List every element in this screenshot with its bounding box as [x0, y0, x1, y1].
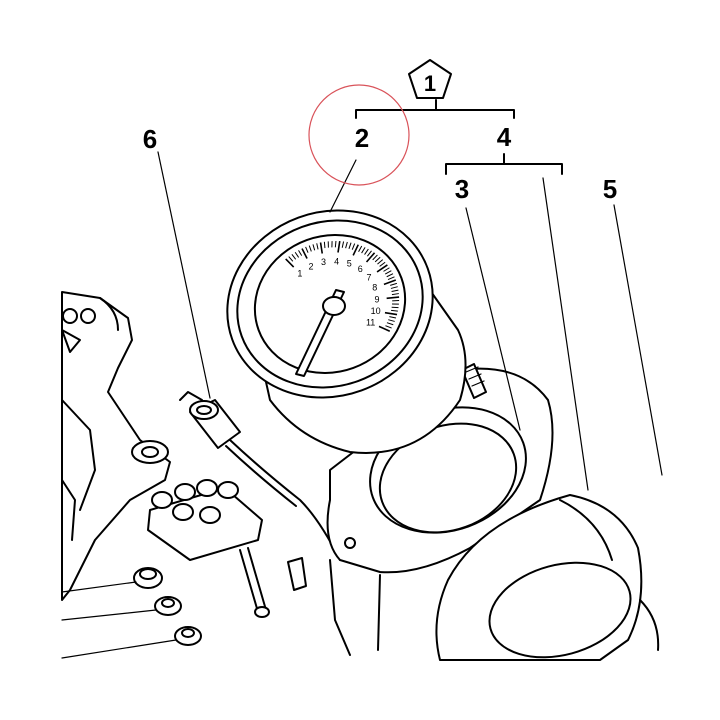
dial-number: 11 [366, 318, 375, 328]
dial-tick [294, 251, 300, 258]
dial-tick [364, 248, 369, 255]
highlight-circle [308, 84, 410, 186]
dial-tick [308, 245, 312, 252]
dial-tick [345, 241, 348, 249]
callout-4: 4 [497, 122, 512, 152]
dial-number: 6 [358, 264, 363, 274]
dial-tick [298, 250, 303, 256]
dial-tick [352, 244, 359, 256]
dial-tick [378, 325, 391, 333]
dial-tick [341, 241, 345, 248]
dial-tick [391, 289, 399, 292]
dial-tick [305, 246, 309, 253]
group-brackets [355, 99, 563, 175]
dial-tick [288, 256, 294, 262]
dial-number: 9 [374, 294, 379, 304]
dial-number: 10 [371, 306, 381, 316]
dial-tick [377, 259, 384, 265]
dial-tick [319, 242, 324, 254]
dial-tick [390, 282, 398, 286]
dial-tick [374, 256, 381, 263]
dial-tick [312, 244, 316, 251]
dial-tick [361, 247, 366, 254]
dial-tick [285, 258, 295, 268]
dial-tick [323, 241, 326, 249]
dial-tick [383, 267, 390, 272]
dial-tick [366, 250, 372, 257]
mount-stud [461, 363, 487, 399]
bulb-holder-block [147, 479, 307, 618]
dial-tick [386, 273, 394, 278]
dial-number: 4 [334, 256, 339, 266]
dial-number: 8 [372, 283, 377, 293]
dial-number: 1 [297, 268, 302, 278]
left-bracket-casting [61, 291, 171, 601]
part-6-cable-connector [179, 391, 341, 561]
dial-tick [383, 279, 397, 286]
dial-number: 7 [367, 272, 372, 282]
pentagon-icon [408, 59, 452, 99]
assembly-marker: 1 [408, 59, 452, 99]
callout-3: 3 [455, 174, 469, 204]
dial-tick [390, 286, 398, 289]
dial-tick [372, 254, 378, 261]
dial-tick [358, 245, 363, 253]
dial-tick [391, 293, 399, 296]
part-5-rear-cup [435, 494, 660, 661]
leader-lines [157, 151, 663, 491]
dial-tick [365, 252, 376, 263]
dial-tick [376, 264, 388, 273]
dial-tick [334, 240, 337, 248]
dial-number: 3 [321, 257, 326, 267]
dial-tick [384, 311, 398, 316]
dial-tick [301, 248, 308, 259]
dial-tick [387, 276, 395, 281]
dial-tick [384, 270, 392, 275]
callout-6: 6 [143, 124, 157, 154]
lower-left-fasteners [61, 567, 202, 659]
dial-number: 2 [308, 261, 313, 271]
dial-tick [316, 243, 319, 250]
dial-tick [386, 322, 394, 326]
dial-number: 5 [347, 259, 352, 269]
dial-tick [379, 261, 386, 267]
callout-2: 2 [355, 123, 369, 153]
dial-tick [348, 242, 352, 249]
dial-tick [385, 325, 392, 329]
dial-tick [386, 296, 400, 300]
dial-tick [291, 254, 297, 260]
dial-tick [389, 316, 397, 319]
dial-tick [391, 309, 398, 312]
dial-tick [337, 241, 341, 253]
callout-5: 5 [603, 174, 617, 204]
dial-tick [351, 243, 356, 250]
dial-tick [388, 319, 395, 322]
assembly-marker-label: 1 [424, 71, 436, 96]
